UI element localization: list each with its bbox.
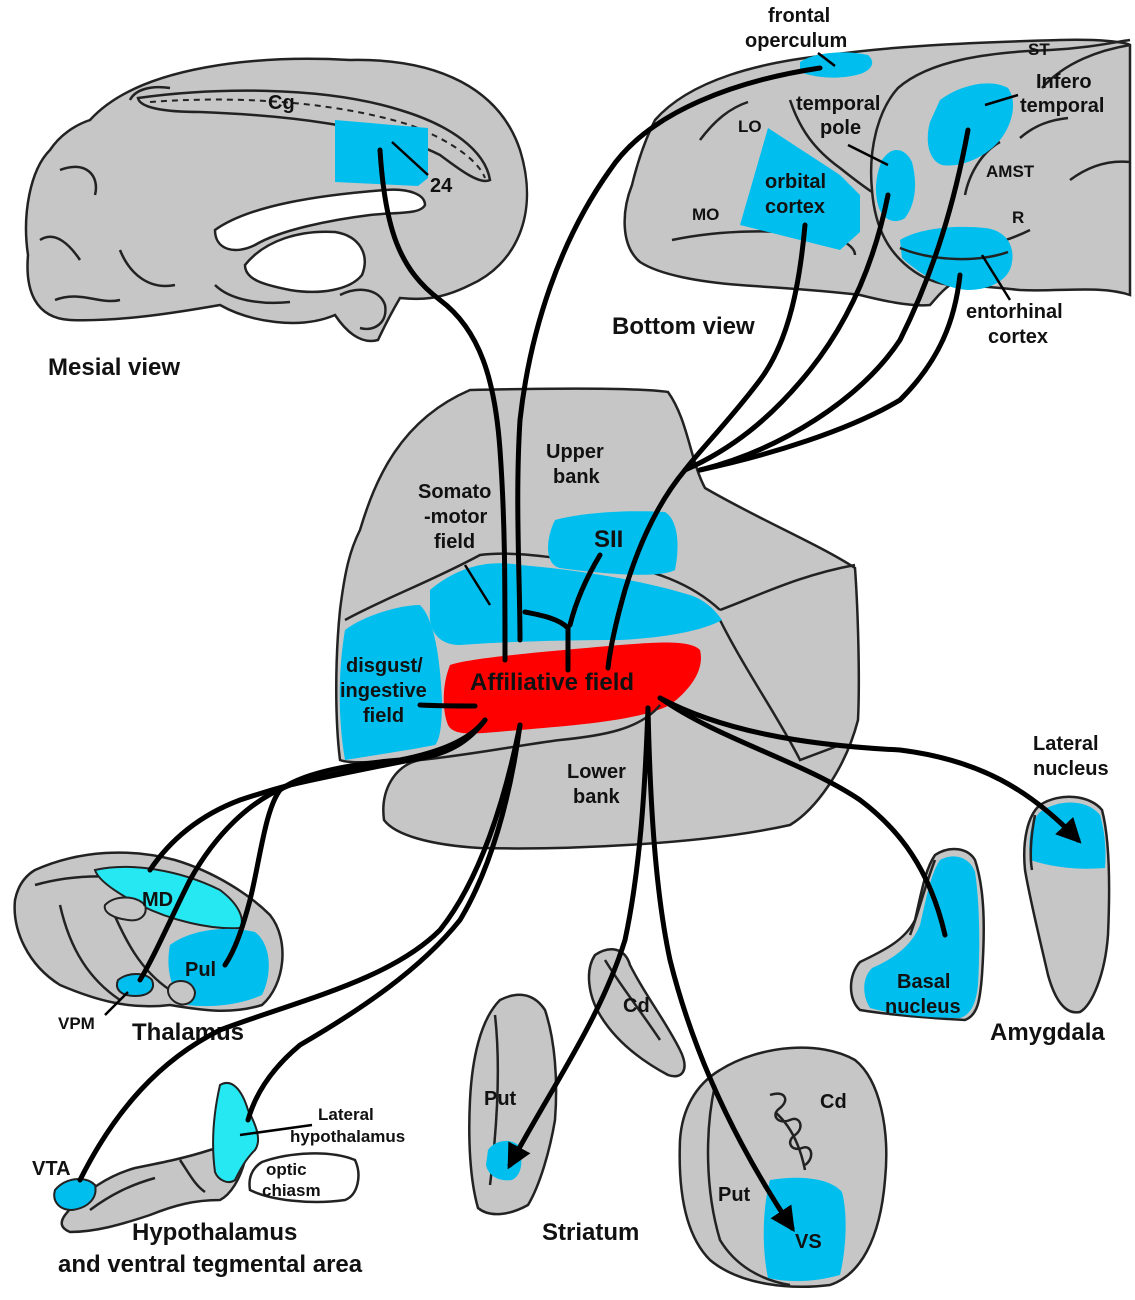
mo-label: MO [692, 205, 719, 224]
disgust-label-3: field [363, 705, 404, 727]
amygdala-title: Amygdala [990, 1019, 1105, 1046]
somatomotor-label-2: -motor [424, 506, 488, 528]
upper-bank-label-2: bank [553, 466, 601, 488]
basal-nucleus-label-1: Basal [897, 971, 950, 993]
pathway-area24 [377, 147, 508, 663]
vpm-label: VPM [58, 1014, 95, 1033]
pathway-thalamus-pul [222, 717, 488, 968]
pathway-entorhinal [697, 272, 963, 473]
vs-label: VS [795, 1231, 822, 1253]
mesial-view-brain [24, 57, 529, 343]
pathway-striatum-vs [645, 705, 795, 1233]
striatum-title: Striatum [542, 1219, 639, 1246]
lower-bank-label-1: Lower [567, 761, 626, 783]
connection-pathways [77, 65, 1082, 1233]
amygdala [849, 795, 1111, 1022]
infero-label: Infero [1036, 71, 1092, 93]
upper-bank-label-1: Upper [546, 441, 604, 463]
bottom-view-brain [623, 38, 1132, 307]
pathway-disgust [417, 702, 478, 709]
pathway-striatum-put [507, 705, 651, 1170]
hypothalamus-title-1: Hypothalamus [132, 1219, 297, 1246]
sii-label: SII [594, 526, 623, 553]
pathway-somatomotor [522, 609, 571, 673]
hypothalamus-title-2: and ventral tegmental area [58, 1251, 363, 1278]
entorhinal-label: entorhinal [966, 301, 1063, 323]
cg-label: Cg [268, 92, 295, 114]
striatum [468, 948, 888, 1288]
cd-upper-label: Cd [623, 995, 650, 1017]
lo-label: LO [738, 117, 762, 136]
pul-label: Pul [185, 959, 216, 981]
md-label: MD [142, 889, 173, 911]
optic-chiasm-label-1: optic [266, 1160, 307, 1179]
lower-bank-label-2: bank [573, 786, 621, 808]
vta-label: VTA [32, 1158, 71, 1180]
orbital-label: orbital [765, 171, 826, 193]
lateral-nucleus-label-1: Lateral [1033, 733, 1099, 755]
put-left-label: Put [484, 1088, 517, 1110]
basal-nucleus-label-2: nucleus [885, 996, 961, 1018]
cd-right-label: Cd [820, 1091, 847, 1113]
pathway-frontal-operculum [515, 65, 823, 643]
put-right-label: Put [718, 1184, 751, 1206]
orbital-cortex-label: cortex [765, 196, 825, 218]
optic-chiasm-label-2: chiasm [262, 1181, 321, 1200]
somatomotor-label-3: field [434, 531, 475, 553]
pathway-bottom-bundle [605, 467, 688, 671]
area-24-label: 24 [430, 175, 453, 197]
pathway-vta [77, 722, 523, 1183]
somatomotor-label-1: Somato [418, 481, 491, 503]
temporal-pole-label-2: pole [820, 117, 861, 139]
temporal-pole-label-1: temporal [796, 93, 880, 115]
bottom-view-title: Bottom view [612, 313, 755, 340]
pathway-sii [567, 552, 603, 628]
temporal-label: temporal [1020, 95, 1104, 117]
pathway-amygdala-basal [657, 695, 948, 938]
operculum-label: operculum [745, 30, 847, 52]
lateral-hypothalamus-label-2: hypothalamus [290, 1127, 405, 1146]
lateral-nucleus-label-2: nucleus [1033, 758, 1109, 780]
r-label: R [1012, 208, 1024, 227]
disgust-label-2: ingestive [340, 680, 427, 702]
pathway-orbital-cortex [682, 222, 808, 473]
amst-label: AMST [986, 162, 1035, 181]
mesial-view-title: Mesial view [48, 354, 180, 381]
pathway-infero-temporal [697, 127, 971, 473]
frontal-label: frontal [768, 5, 830, 27]
pathway-hypothalamus [245, 722, 523, 1123]
lateral-hypothalamus-label-1: Lateral [318, 1105, 374, 1124]
thalamus [13, 851, 284, 1013]
affiliative-field-label: Affiliative field [470, 669, 634, 696]
thalamus-title: Thalamus [132, 1019, 244, 1046]
entorhinal-cortex-label: cortex [988, 326, 1048, 348]
pathway-temporal-pole [682, 192, 891, 473]
disgust-label-1: disgust/ [346, 655, 423, 677]
hypothalamus [53, 1082, 360, 1234]
pathway-amygdala-lateral [657, 695, 1082, 844]
st-label: ST [1028, 40, 1050, 59]
